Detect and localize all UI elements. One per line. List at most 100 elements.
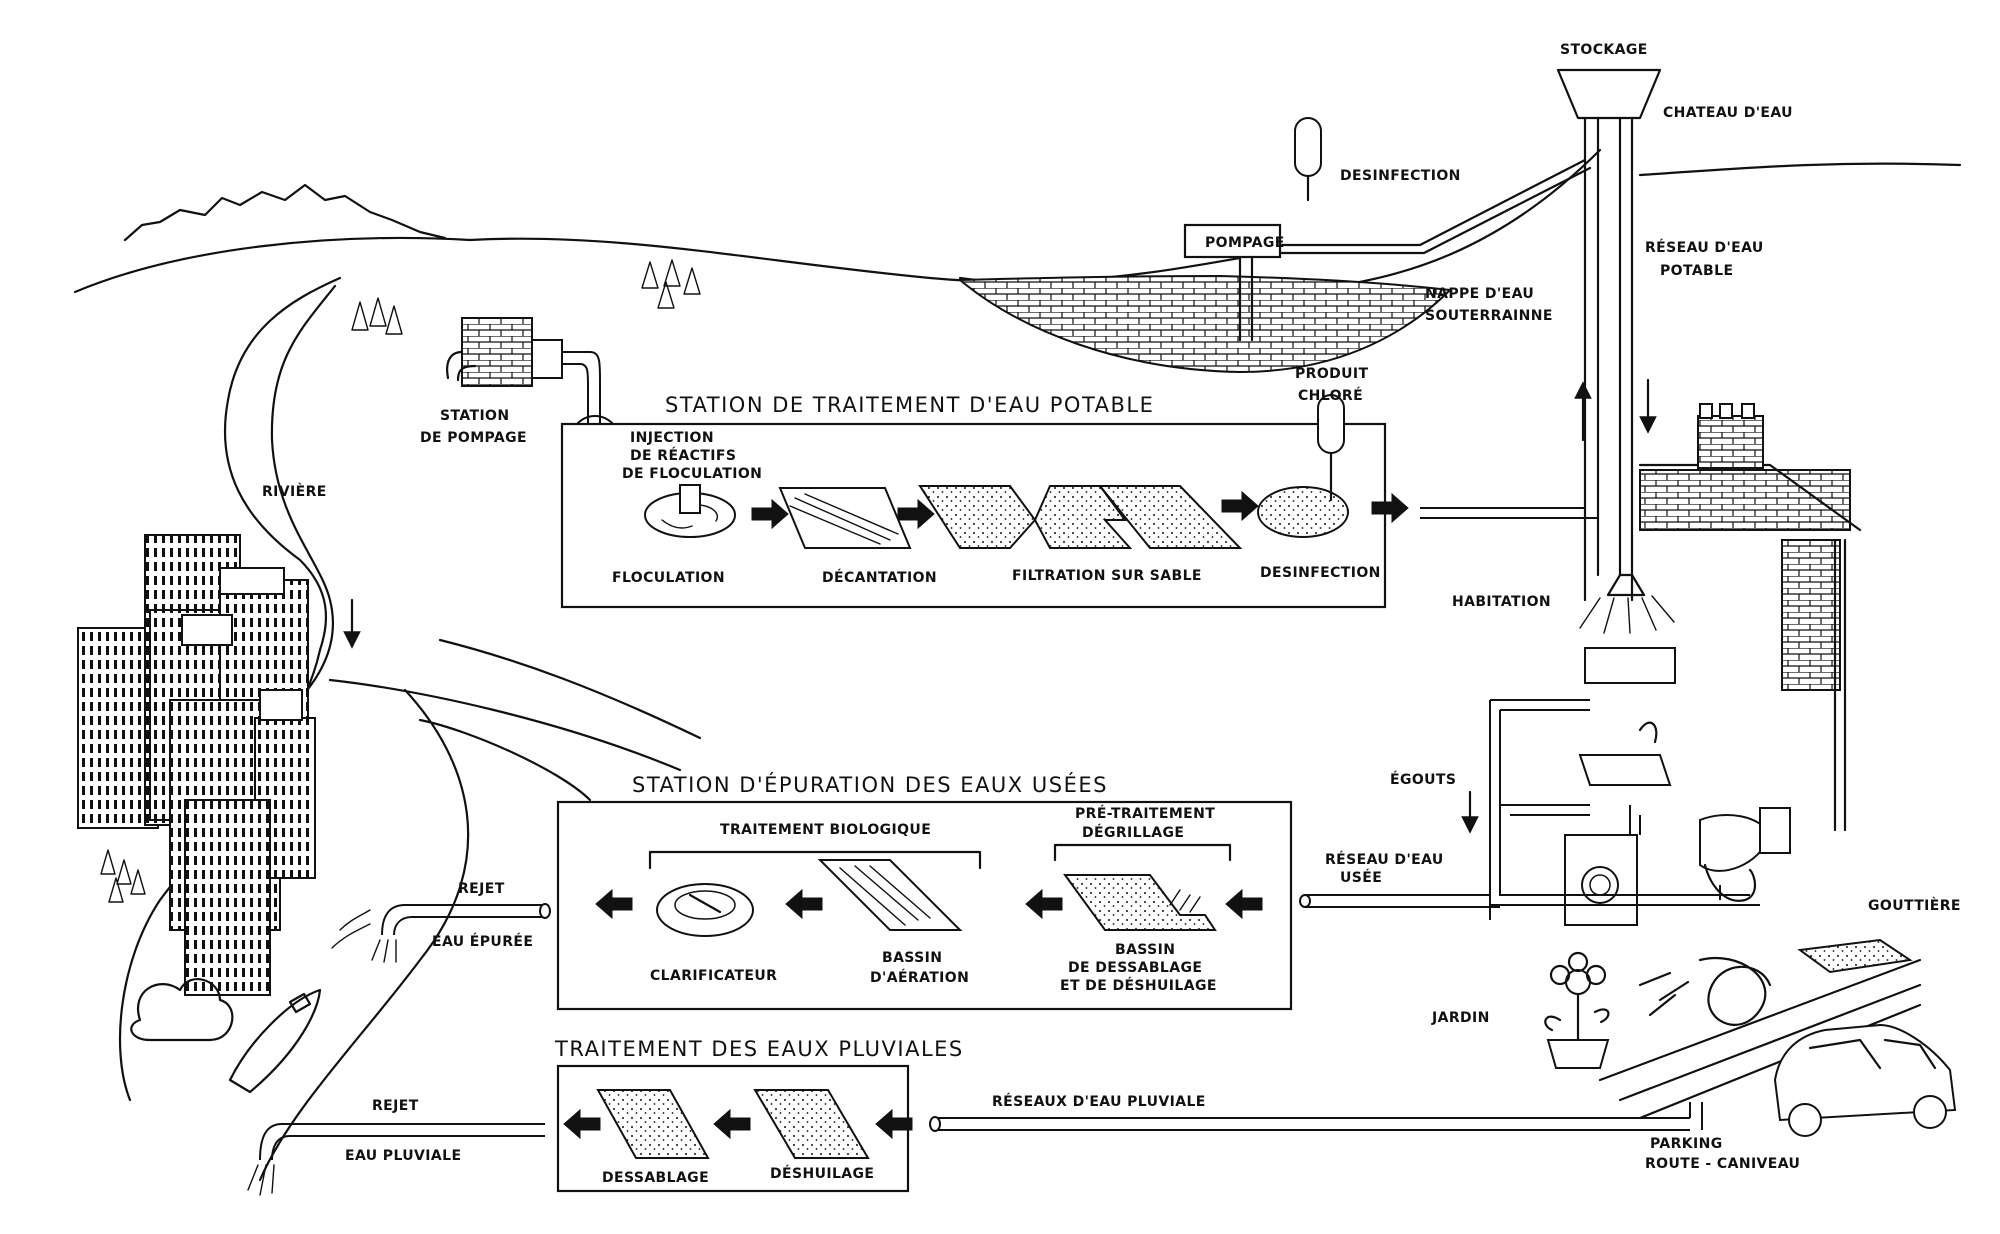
label-biological: TRAITEMENT BIOLOGIQUE — [720, 822, 931, 838]
wastewater-station-title: STATION D'ÉPURATION DES EAUX USÉES — [632, 772, 1108, 797]
mountains — [123, 183, 447, 242]
building-roof — [181, 614, 233, 646]
river-bank-right — [268, 284, 337, 732]
disinfection-tank-top — [1294, 117, 1322, 202]
trees — [100, 259, 701, 903]
label-bassin-dessablage-2: DE DESSABLAGE — [1068, 960, 1202, 976]
floculation-tank — [644, 484, 736, 538]
aeration-basin — [817, 859, 963, 931]
label-nappe-2: SOUTERRAINNE — [1425, 308, 1553, 324]
road — [328, 678, 682, 772]
label-injection-1: INJECTION — [630, 430, 714, 446]
label-nappe-1: NAPPE D'EAU — [1425, 286, 1534, 302]
bushes — [130, 978, 234, 1042]
discharge-splash — [371, 939, 397, 963]
step-desinfection: DESINFECTION — [1260, 565, 1381, 581]
building-roof — [219, 567, 285, 595]
river-bank-left — [223, 276, 342, 652]
label-station-pompage-1: STATION — [440, 408, 509, 424]
building — [184, 799, 271, 996]
pretreat-bracket — [1053, 843, 1232, 862]
pipe-end — [1299, 894, 1311, 908]
label-deshuilage: DÉSHUILAGE — [770, 1165, 874, 1182]
rainwater-station-title: TRAITEMENT DES EAUX PLUVIALES — [554, 1037, 964, 1061]
label-egouts: ÉGOUTS — [1390, 771, 1456, 788]
clarifier-tank — [656, 883, 754, 937]
treated-discharge-pipe — [381, 904, 545, 936]
label-pompage: POMPAGE — [1205, 235, 1285, 251]
landscape — [73, 148, 1962, 1182]
label-parking-2: ROUTE - CANIVEAU — [1645, 1156, 1800, 1172]
potable-outlet-pipe — [1420, 507, 1598, 519]
label-reseau-potable-1: RÉSEAU D'EAU — [1645, 239, 1764, 256]
label-reseaux-pluviale: RÉSEAUX D'EAU PLUVIALE — [992, 1093, 1206, 1110]
pumping-station — [446, 317, 641, 526]
ground-surface — [958, 148, 1602, 296]
label-jardin: JARDIN — [1431, 1010, 1490, 1026]
wastewater-network-pipe — [1305, 894, 1500, 908]
label-rejet-2: REJET — [372, 1098, 419, 1114]
aquifer-basin — [957, 274, 1453, 374]
city-buildings — [77, 534, 371, 1094]
label-habitation: HABITATION — [1452, 594, 1551, 610]
label-reseau-usee-1: RÉSEAU D'EAU — [1325, 851, 1444, 868]
road-edge — [438, 638, 702, 740]
far-hill-line — [1638, 162, 1962, 177]
potable-flow-arrows — [751, 490, 1409, 530]
label-bassin-dessablage-1: BASSIN — [1115, 942, 1175, 958]
label-reseau-potable-2: POTABLE — [1660, 263, 1733, 279]
label-clarificateur: CLARIFICATEUR — [650, 968, 777, 984]
label-reseau-usee-2: USÉE — [1340, 869, 1382, 886]
rainwater-network-pipe — [935, 1117, 1690, 1131]
label-injection-2: DE RÉACTIFS — [630, 447, 736, 464]
rainwater-inlet — [1689, 1102, 1703, 1130]
boat-wake — [331, 909, 371, 949]
label-eau-pluviale: EAU PLUVIALE — [345, 1148, 461, 1164]
rain-discharge-splash — [247, 1164, 275, 1196]
boat-cabin — [288, 992, 312, 1014]
label-produit-chlore-2: CHLORÉ — [1298, 387, 1363, 404]
label-pretreat-1: PRÉ-TRAITEMENT — [1075, 805, 1215, 822]
label-riviere: RIVIÈRE — [262, 483, 327, 500]
label-bassin-dessablage-3: ET DE DÉSHUILAGE — [1060, 977, 1217, 994]
label-injection-3: DE FLOCULATION — [622, 466, 762, 482]
pompage-box — [1183, 158, 1592, 342]
label-desinfection-top: DESINFECTION — [1340, 168, 1461, 184]
rain-discharge-pipe — [259, 1123, 545, 1161]
label-gouttiere: GOUTTIÈRE — [1868, 897, 1961, 914]
rain-dessablage-basin — [596, 1089, 710, 1159]
label-produit-chlore-1: PRODUIT — [1295, 366, 1369, 382]
label-dessablage: DESSABLAGE — [602, 1170, 709, 1186]
potable-station-title: STATION DE TRAITEMENT D'EAU POTABLE — [665, 393, 1154, 417]
label-bassin-aeration-2: D'AÉRATION — [870, 969, 969, 986]
rain-deshuilage-basin — [753, 1089, 870, 1159]
water-tower — [1556, 68, 1662, 602]
label-eau-epuree: EAU ÉPURÉE — [432, 933, 533, 950]
filtration-basin — [918, 485, 1243, 549]
biological-bracket — [648, 850, 982, 870]
step-floculation: FLOCULATION — [612, 570, 725, 586]
rainwater-flow-arrows — [563, 1108, 913, 1140]
label-bassin-aeration-1: BASSIN — [882, 950, 942, 966]
label-station-pompage-2: DE POMPAGE — [420, 430, 527, 446]
label-pretreat-2: DÉGRILLAGE — [1082, 824, 1184, 841]
car — [1773, 1023, 1957, 1137]
pipe-end — [929, 1116, 941, 1132]
step-filtration: FILTRATION SUR SABLE — [1012, 568, 1202, 584]
label-stockage: STOCKAGE — [1560, 42, 1648, 58]
building-roof — [259, 689, 303, 721]
grit-basin — [1063, 874, 1217, 931]
decantation-basin — [778, 487, 912, 549]
road-branch — [418, 718, 592, 802]
label-parking-1: PARKING — [1650, 1136, 1723, 1152]
label-chateau-eau: CHATEAU D'EAU — [1663, 105, 1793, 121]
label-rejet-1: REJET — [458, 881, 505, 897]
wastewater-flow-arrows — [595, 888, 1263, 920]
pipe-end — [539, 903, 551, 919]
house — [1489, 403, 1862, 926]
building — [254, 717, 316, 879]
garden — [1544, 951, 1772, 1069]
river-lower-right — [258, 688, 470, 1182]
boat — [228, 988, 322, 1094]
